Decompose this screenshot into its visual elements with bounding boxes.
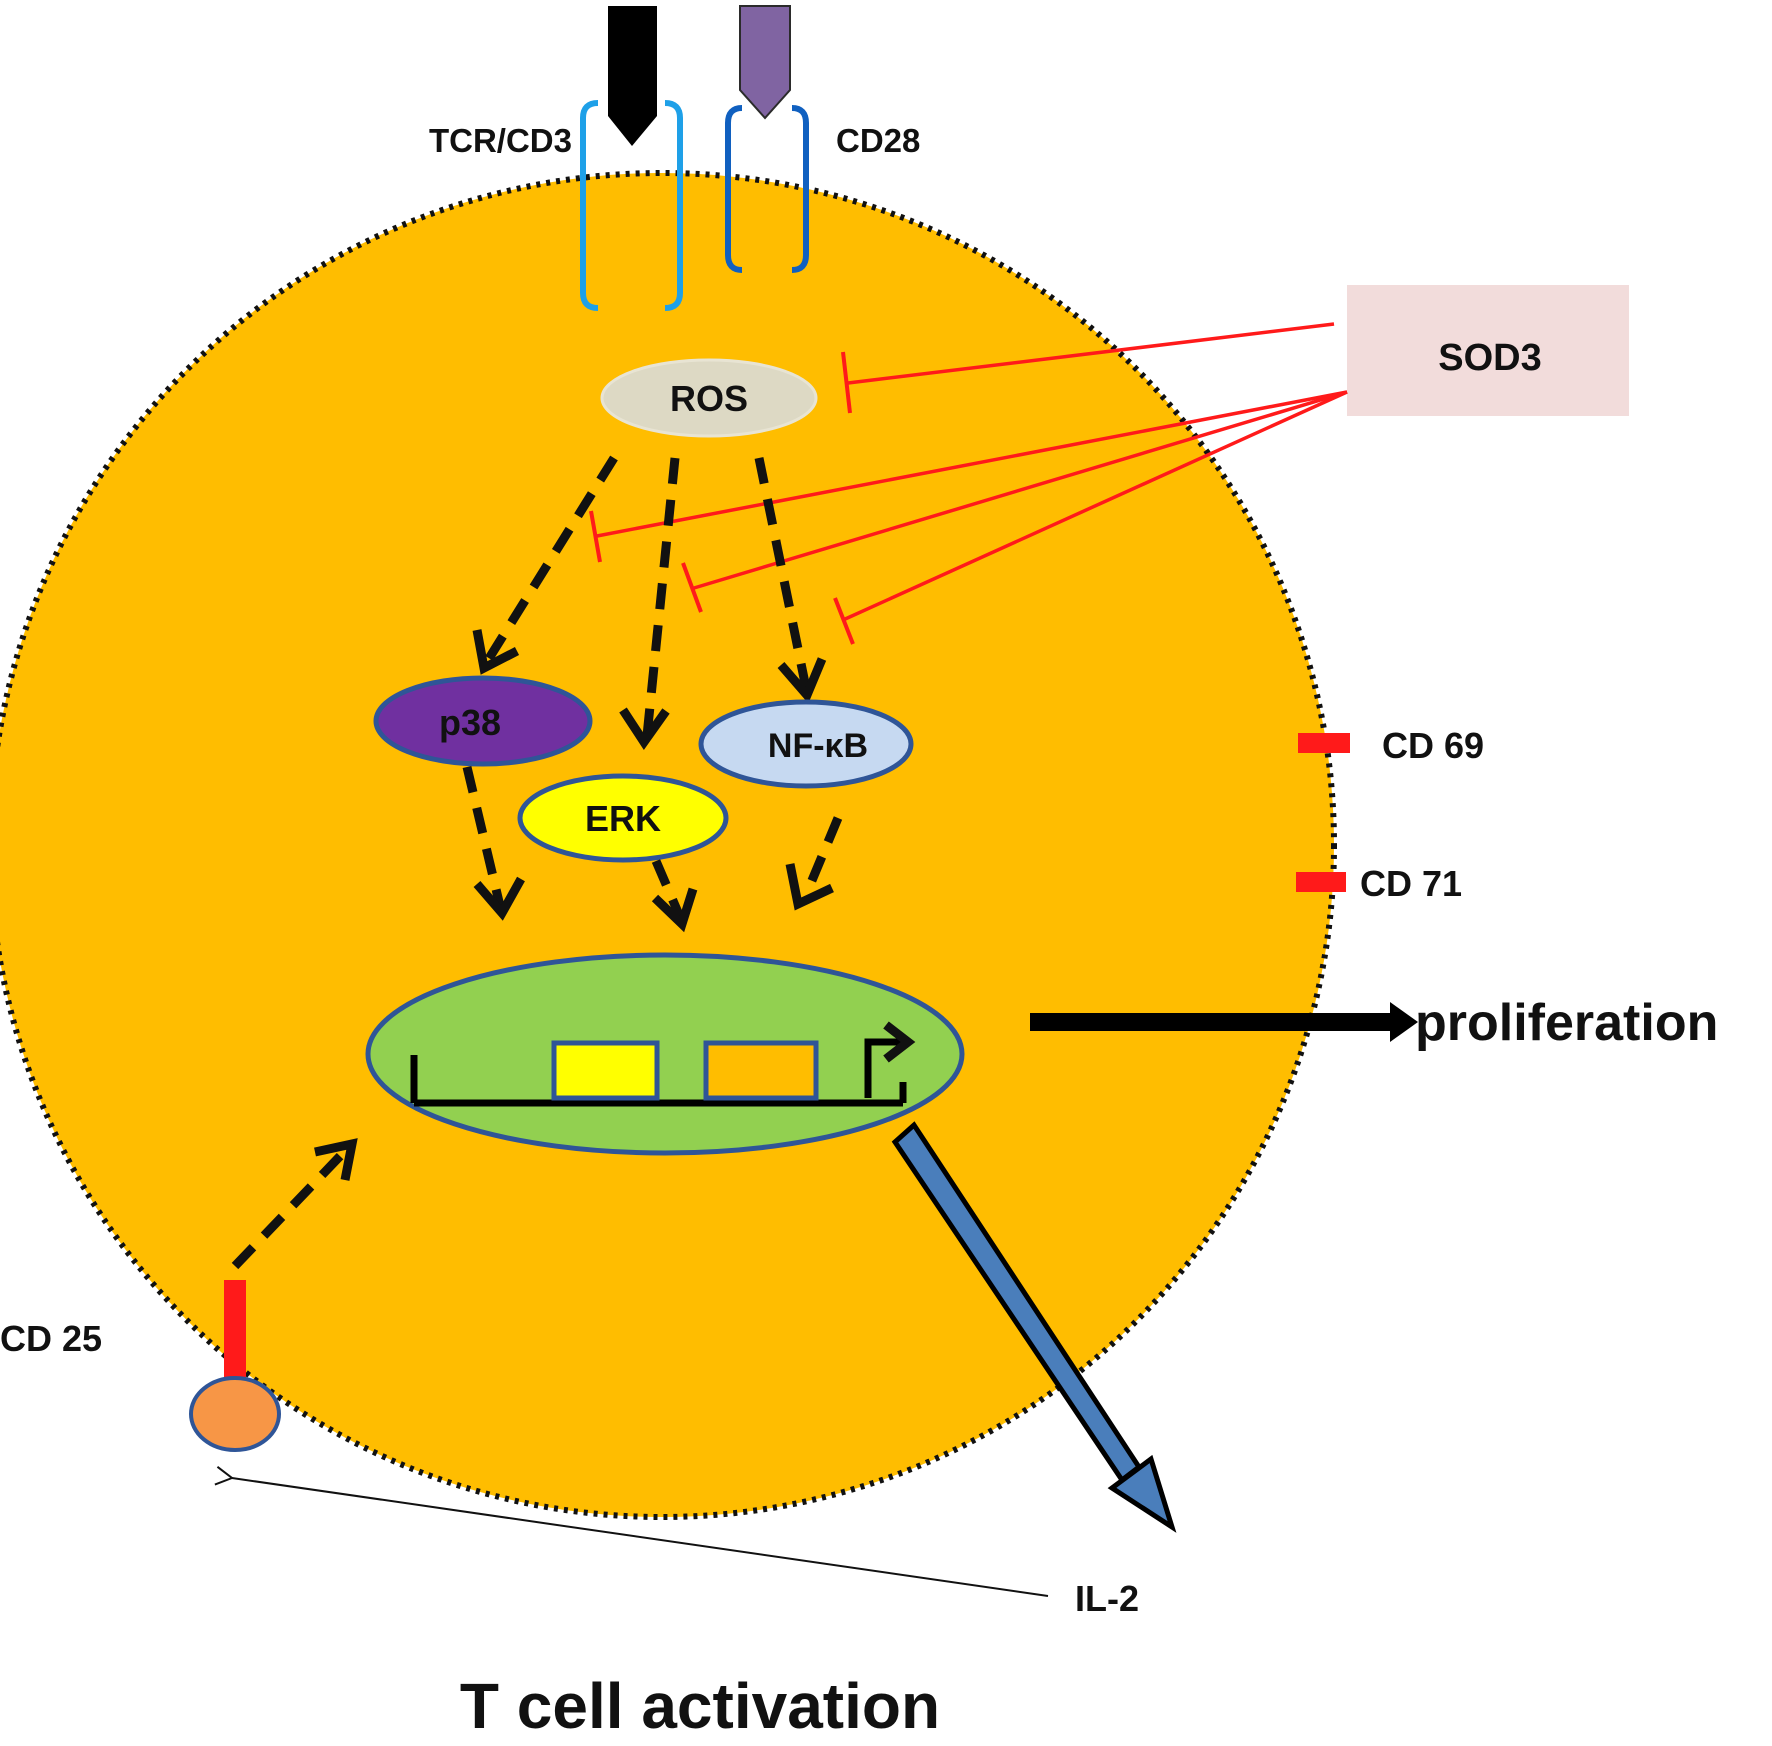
proliferation-label: proliferation bbox=[1415, 994, 1718, 1052]
sod3-box bbox=[1347, 285, 1629, 416]
ros-label: ROS bbox=[670, 378, 748, 419]
ros-to-kinase-arrows bbox=[472, 455, 827, 750]
il2-label: IL-2 bbox=[1075, 1578, 1139, 1619]
cd25-label: CD 25 bbox=[0, 1318, 102, 1359]
proliferation-arrow bbox=[1030, 1002, 1418, 1042]
cd71-marker bbox=[1296, 872, 1346, 892]
sod3-label: SOD3 bbox=[1438, 337, 1541, 379]
nfkb-label: NF-κB bbox=[768, 727, 868, 765]
diagram-title: T cell activation bbox=[460, 1670, 940, 1742]
il2-to-cd25-arrow bbox=[232, 1478, 1049, 1597]
p38-label: p38 bbox=[439, 702, 501, 743]
gene-exon-orange bbox=[703, 1040, 819, 1101]
cd69-marker bbox=[1298, 733, 1350, 753]
cd28-receptor bbox=[725, 105, 809, 273]
cd25-il2-ligand bbox=[189, 1376, 281, 1452]
gene-construct bbox=[410, 1021, 916, 1107]
p38-node bbox=[373, 675, 593, 767]
gene-exon-yellow bbox=[551, 1040, 660, 1101]
tcr-ligand-shape bbox=[608, 6, 657, 146]
nucleus bbox=[365, 952, 965, 1156]
cd71-label: CD 71 bbox=[1360, 863, 1462, 904]
tcr-cd3-label: TCR/CD3 bbox=[429, 122, 572, 159]
kinase-to-nucleus-arrows bbox=[462, 765, 843, 933]
cd25-marker bbox=[224, 1280, 246, 1395]
cd25-to-nucleus-arrow bbox=[231, 1138, 358, 1270]
ros-node bbox=[600, 358, 818, 438]
tcr-cd3-receptor bbox=[580, 100, 683, 311]
erk-label: ERK bbox=[585, 798, 661, 839]
nfkb-node bbox=[698, 699, 914, 789]
transcription-start-arrow bbox=[864, 1038, 903, 1098]
erk-node bbox=[517, 773, 729, 863]
cd69-label: CD 69 bbox=[1382, 725, 1484, 766]
il2-secretion-arrow bbox=[891, 1121, 1177, 1533]
sod3-inhibition-lines bbox=[589, 322, 1348, 645]
cd28-ligand-shape bbox=[739, 5, 791, 120]
cd28-label: CD28 bbox=[836, 122, 920, 159]
